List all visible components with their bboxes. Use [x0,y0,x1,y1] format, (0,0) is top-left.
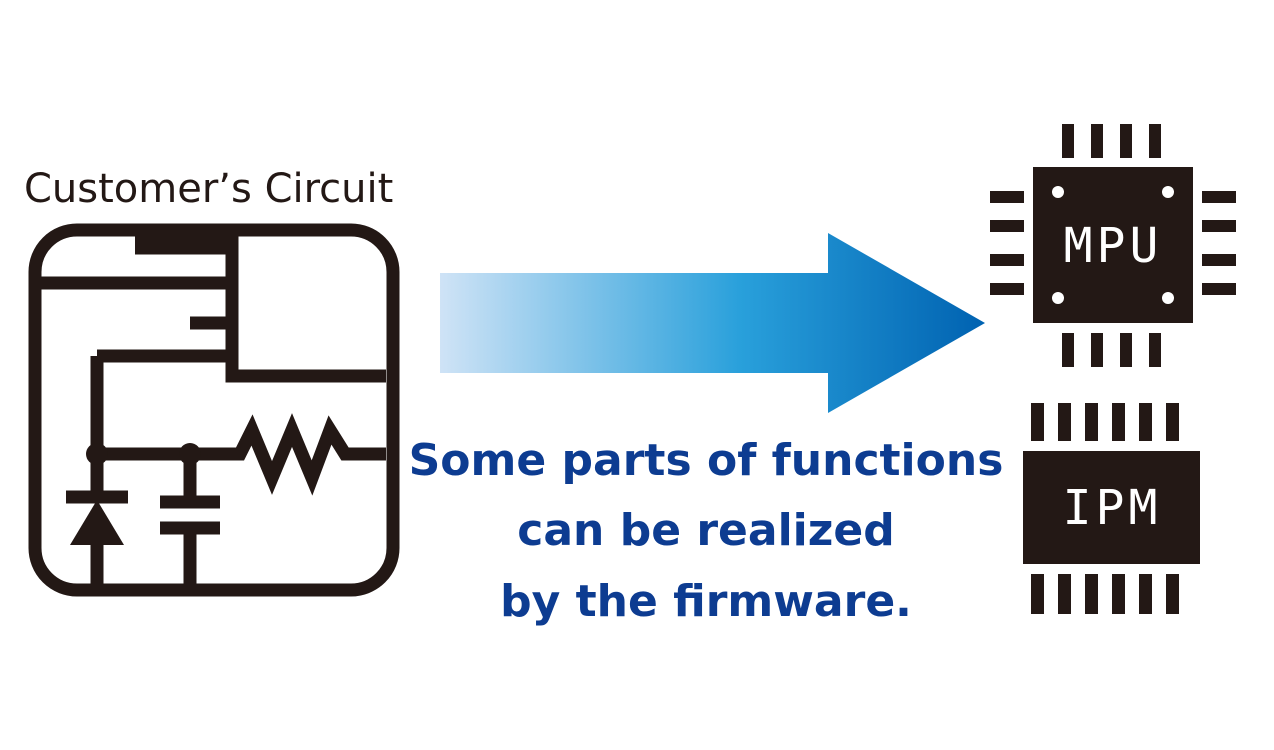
ipm-label: IPM [1063,480,1162,536]
junction-dot [179,443,201,465]
caption-line-2: can be realized [517,505,894,556]
ipm-module-icon [1023,403,1200,614]
junction-dot [86,443,108,465]
mpu-label: MPU [1064,218,1163,274]
circuit-title: Customer’s Circuit [24,166,393,212]
circuit-board-icon [28,223,400,597]
caption-line-1: Some parts of functions [409,435,1004,486]
arrow-right-icon [440,233,985,413]
mpu-corner-dots [1052,186,1174,304]
diode-symbol [70,500,124,545]
caption-line-3: by the firmware. [500,576,912,627]
